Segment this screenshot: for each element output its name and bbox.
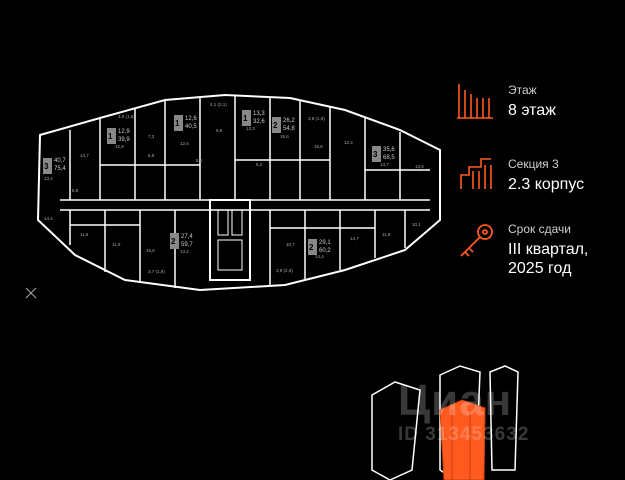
svg-text:13,4: 13,4 bbox=[44, 176, 53, 181]
svg-text:4,1 (2,1): 4,1 (2,1) bbox=[210, 102, 227, 107]
apartment-badge: 2 29,1 60,2 bbox=[308, 239, 331, 255]
svg-text:5,0: 5,0 bbox=[196, 158, 203, 163]
corridor bbox=[60, 199, 430, 211]
building-outline bbox=[36, 93, 441, 292]
svg-text:7,3: 7,3 bbox=[148, 134, 155, 139]
svg-text:15,5: 15,5 bbox=[146, 248, 155, 253]
svg-text:16,6: 16,6 bbox=[314, 144, 323, 149]
room-area-labels: 14,7 13,4 8,8 12,9 7,3 6,9 12,6 9,6 13,3… bbox=[44, 102, 424, 274]
svg-text:2: 2 bbox=[171, 237, 176, 246]
floor-info: Этаж 8 этаж bbox=[508, 83, 625, 120]
deadline-label: Срок сдачи bbox=[508, 222, 571, 236]
svg-text:54,8: 54,8 bbox=[283, 126, 295, 132]
svg-text:26,2: 26,2 bbox=[283, 118, 295, 124]
svg-text:14,7: 14,7 bbox=[350, 236, 359, 241]
deadline-info: Срок сдачи III квартал, 2025 год bbox=[508, 222, 625, 278]
section-grid-icon bbox=[460, 158, 492, 189]
building-illustration bbox=[371, 365, 519, 480]
svg-text:59,7: 59,7 bbox=[181, 242, 193, 248]
svg-text:10,1: 10,1 bbox=[412, 222, 421, 227]
svg-text:32,6: 32,6 bbox=[253, 119, 265, 125]
elevator-core bbox=[209, 199, 251, 281]
watermark-brand: Циан bbox=[398, 376, 513, 425]
svg-text:1: 1 bbox=[175, 119, 180, 128]
svg-text:40,7: 40,7 bbox=[54, 158, 66, 164]
svg-text:40,5: 40,5 bbox=[185, 124, 197, 130]
svg-text:6,9: 6,9 bbox=[148, 153, 155, 158]
deadline-value-line2: 2025 год bbox=[508, 260, 572, 277]
svg-text:9,6: 9,6 bbox=[216, 128, 223, 133]
svg-text:12,9: 12,9 bbox=[115, 144, 124, 149]
apartment-badge: 1 12,9 39,9 bbox=[107, 128, 130, 144]
svg-text:13,3: 13,3 bbox=[246, 126, 255, 131]
svg-text:35,6: 35,6 bbox=[383, 147, 395, 153]
svg-text:29,1: 29,1 bbox=[319, 240, 331, 246]
svg-text:13,2: 13,2 bbox=[180, 249, 189, 254]
svg-text:3,5 (1,8): 3,5 (1,8) bbox=[118, 114, 135, 119]
svg-text:1: 1 bbox=[108, 132, 113, 141]
svg-text:15,6: 15,6 bbox=[280, 134, 289, 139]
svg-text:13,3: 13,3 bbox=[253, 111, 265, 117]
svg-text:14,7: 14,7 bbox=[80, 153, 89, 158]
svg-text:11,6: 11,6 bbox=[80, 232, 89, 237]
svg-text:10,7: 10,7 bbox=[286, 242, 295, 247]
section-info: Секция 3 2.3 корпус bbox=[508, 157, 625, 194]
svg-text:3: 3 bbox=[44, 162, 49, 171]
svg-text:39,9: 39,9 bbox=[118, 137, 130, 143]
svg-text:68,5: 68,5 bbox=[383, 155, 395, 161]
svg-text:60,2: 60,2 bbox=[319, 248, 331, 254]
svg-text:2: 2 bbox=[273, 121, 278, 130]
svg-text:11,9: 11,9 bbox=[382, 232, 391, 237]
svg-text:13,6: 13,6 bbox=[415, 164, 424, 169]
svg-text:14,4: 14,4 bbox=[315, 254, 324, 259]
floor-stack-icon bbox=[457, 84, 493, 119]
svg-text:5,2: 5,2 bbox=[256, 162, 263, 167]
floor-label: Этаж bbox=[508, 83, 537, 97]
svg-text:3: 3 bbox=[373, 150, 378, 159]
svg-text:8,8: 8,8 bbox=[72, 188, 79, 193]
svg-text:11,9: 11,9 bbox=[112, 242, 121, 247]
svg-text:12,4: 12,4 bbox=[344, 140, 353, 145]
svg-text:3,8 (1,9): 3,8 (1,9) bbox=[308, 116, 325, 121]
key-icon bbox=[460, 224, 493, 257]
svg-text:3,7 (1,9): 3,7 (1,9) bbox=[148, 269, 165, 274]
deadline-value-line1: III квартал, bbox=[508, 241, 589, 258]
svg-text:12,6: 12,6 bbox=[180, 141, 189, 146]
svg-text:14,4: 14,4 bbox=[44, 216, 53, 221]
section-label: Секция 3 bbox=[508, 157, 559, 171]
svg-text:75,4: 75,4 bbox=[54, 166, 66, 172]
apartment-badge: 2 27,4 59,7 bbox=[170, 233, 193, 249]
apartment-badge: 1 13,3 32,6 bbox=[242, 110, 265, 126]
section-value: 2.3 корпус bbox=[508, 176, 585, 193]
watermark-id: ID 313453632 bbox=[398, 424, 530, 445]
svg-text:2: 2 bbox=[309, 243, 314, 252]
svg-text:12,6: 12,6 bbox=[185, 116, 197, 122]
svg-text:13,7: 13,7 bbox=[380, 162, 389, 167]
apartment-badge: 3 40,7 75,4 bbox=[43, 158, 66, 174]
svg-text:12,9: 12,9 bbox=[118, 129, 130, 135]
apartment-badge: 3 35,6 68,5 bbox=[372, 146, 395, 162]
floor-value: 8 этаж bbox=[508, 102, 556, 119]
apartment-badge: 1 12,6 40,5 bbox=[174, 115, 197, 131]
apartment-badge: 2 26,2 54,8 bbox=[272, 117, 295, 133]
svg-text:27,4: 27,4 bbox=[181, 234, 193, 240]
compass-icon bbox=[25, 287, 37, 299]
svg-text:3,9 (2,0): 3,9 (2,0) bbox=[276, 268, 293, 273]
svg-text:1: 1 bbox=[243, 114, 248, 123]
